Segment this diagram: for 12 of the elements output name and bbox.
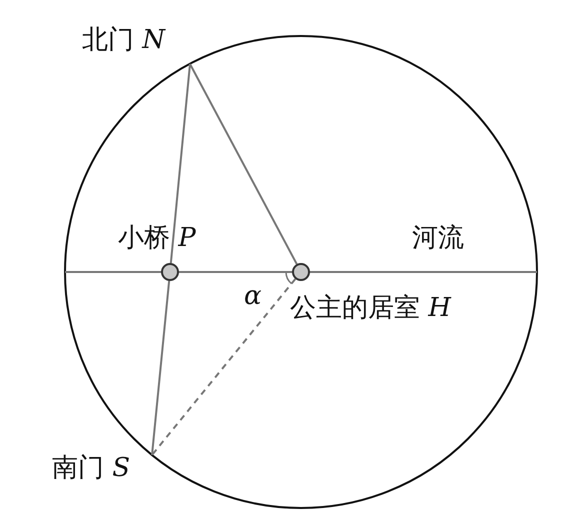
river-label: 河流 <box>412 222 464 254</box>
angle-label: α <box>244 280 262 312</box>
connector-line <box>170 64 191 264</box>
point-label: 公主的居室 H <box>290 292 451 324</box>
point-marker <box>292 263 310 281</box>
point-marker <box>161 263 179 281</box>
connector-line <box>151 280 170 456</box>
connector-line <box>189 64 298 265</box>
point-label: 小桥 P <box>118 222 196 254</box>
point-label: 南门 S <box>52 452 130 484</box>
connector-line <box>151 278 296 456</box>
point-label: 北门 N <box>82 24 166 56</box>
